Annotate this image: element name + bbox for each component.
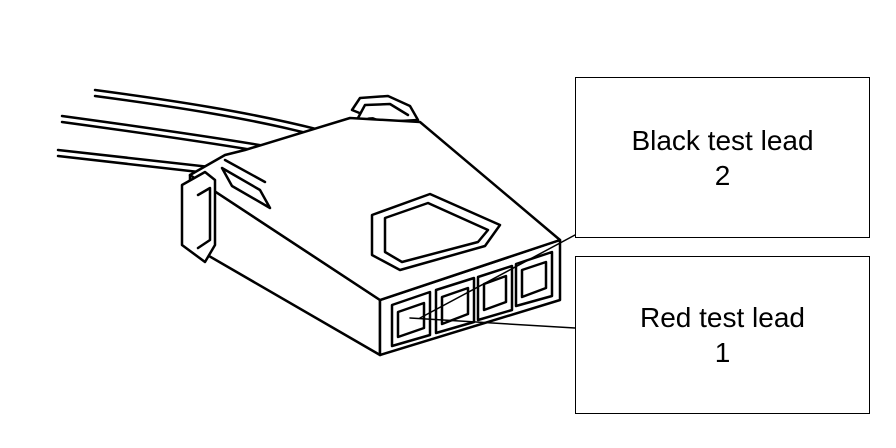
callout-red-number: 1 [714,337,731,368]
callout-black-label: Black test lead [631,124,814,156]
callout-black-number: 2 [714,159,731,191]
leader-line-red [409,317,576,329]
connector-housing [180,94,562,357]
callout-red-test-lead: Red test lead 1 [575,256,870,414]
callout-black-test-lead: Black test lead 2 [575,77,870,238]
terminal-cavities [390,250,554,348]
callout-red-label: Red test lead [640,302,805,333]
wire-bundle [56,88,322,180]
leader-line-black [419,234,576,319]
